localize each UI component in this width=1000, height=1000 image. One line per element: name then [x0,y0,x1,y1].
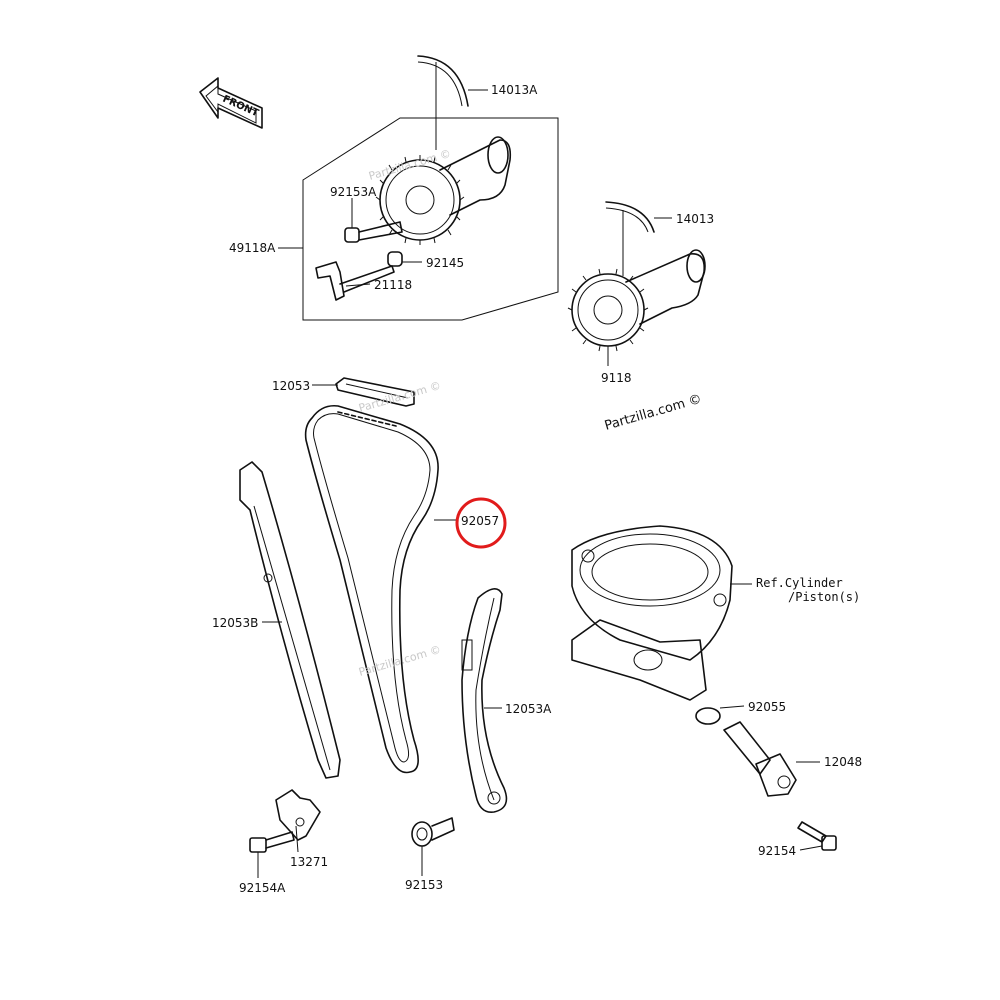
label-ref-pistons: /Piston(s) [788,590,860,604]
label-12048: 12048 [824,755,862,769]
label-9118: 9118 [601,371,632,385]
chain-tensioner-guide [461,588,508,813]
o-ring [695,707,721,725]
bolt-92153 [411,817,455,847]
label-21118: 21118 [374,278,412,292]
intake-camshaft [567,201,706,366]
label-92057: 92057 [461,514,499,528]
chain-tensioner [723,721,797,797]
label-92145: 92145 [426,256,464,270]
bolt-92154a [249,831,295,853]
label-12053a: 12053A [505,702,552,716]
label-ref-cylinder: Ref.Cylinder [756,576,843,590]
highlight-circle [455,497,507,549]
chain-guide-top [335,377,415,407]
front-arrow-icon: FRONT [199,77,263,129]
label-92154a: 92154A [239,881,286,895]
label-13271: 13271 [290,855,328,869]
label-14013: 14013 [676,212,714,226]
label-14013a: 14013A [491,83,538,97]
label-92055: 92055 [748,700,786,714]
label-49118a: 49118A [229,241,276,255]
label-12053b: 12053B [212,616,258,630]
label-92153: 92153 [405,878,443,892]
brand-text: Partzilla.com © [603,392,704,434]
label-12053: 12053 [272,379,310,393]
cylinder-reference [571,525,733,701]
exhaust-camshaft-group [302,55,559,321]
chain-guide-bracket [275,789,321,841]
cam-chain [304,404,439,774]
chain-guide-left [239,461,341,779]
bolt-92154 [797,821,837,851]
leader-lines [257,89,823,878]
label-92153a: 92153A [330,185,377,199]
label-92154: 92154 [758,844,796,858]
